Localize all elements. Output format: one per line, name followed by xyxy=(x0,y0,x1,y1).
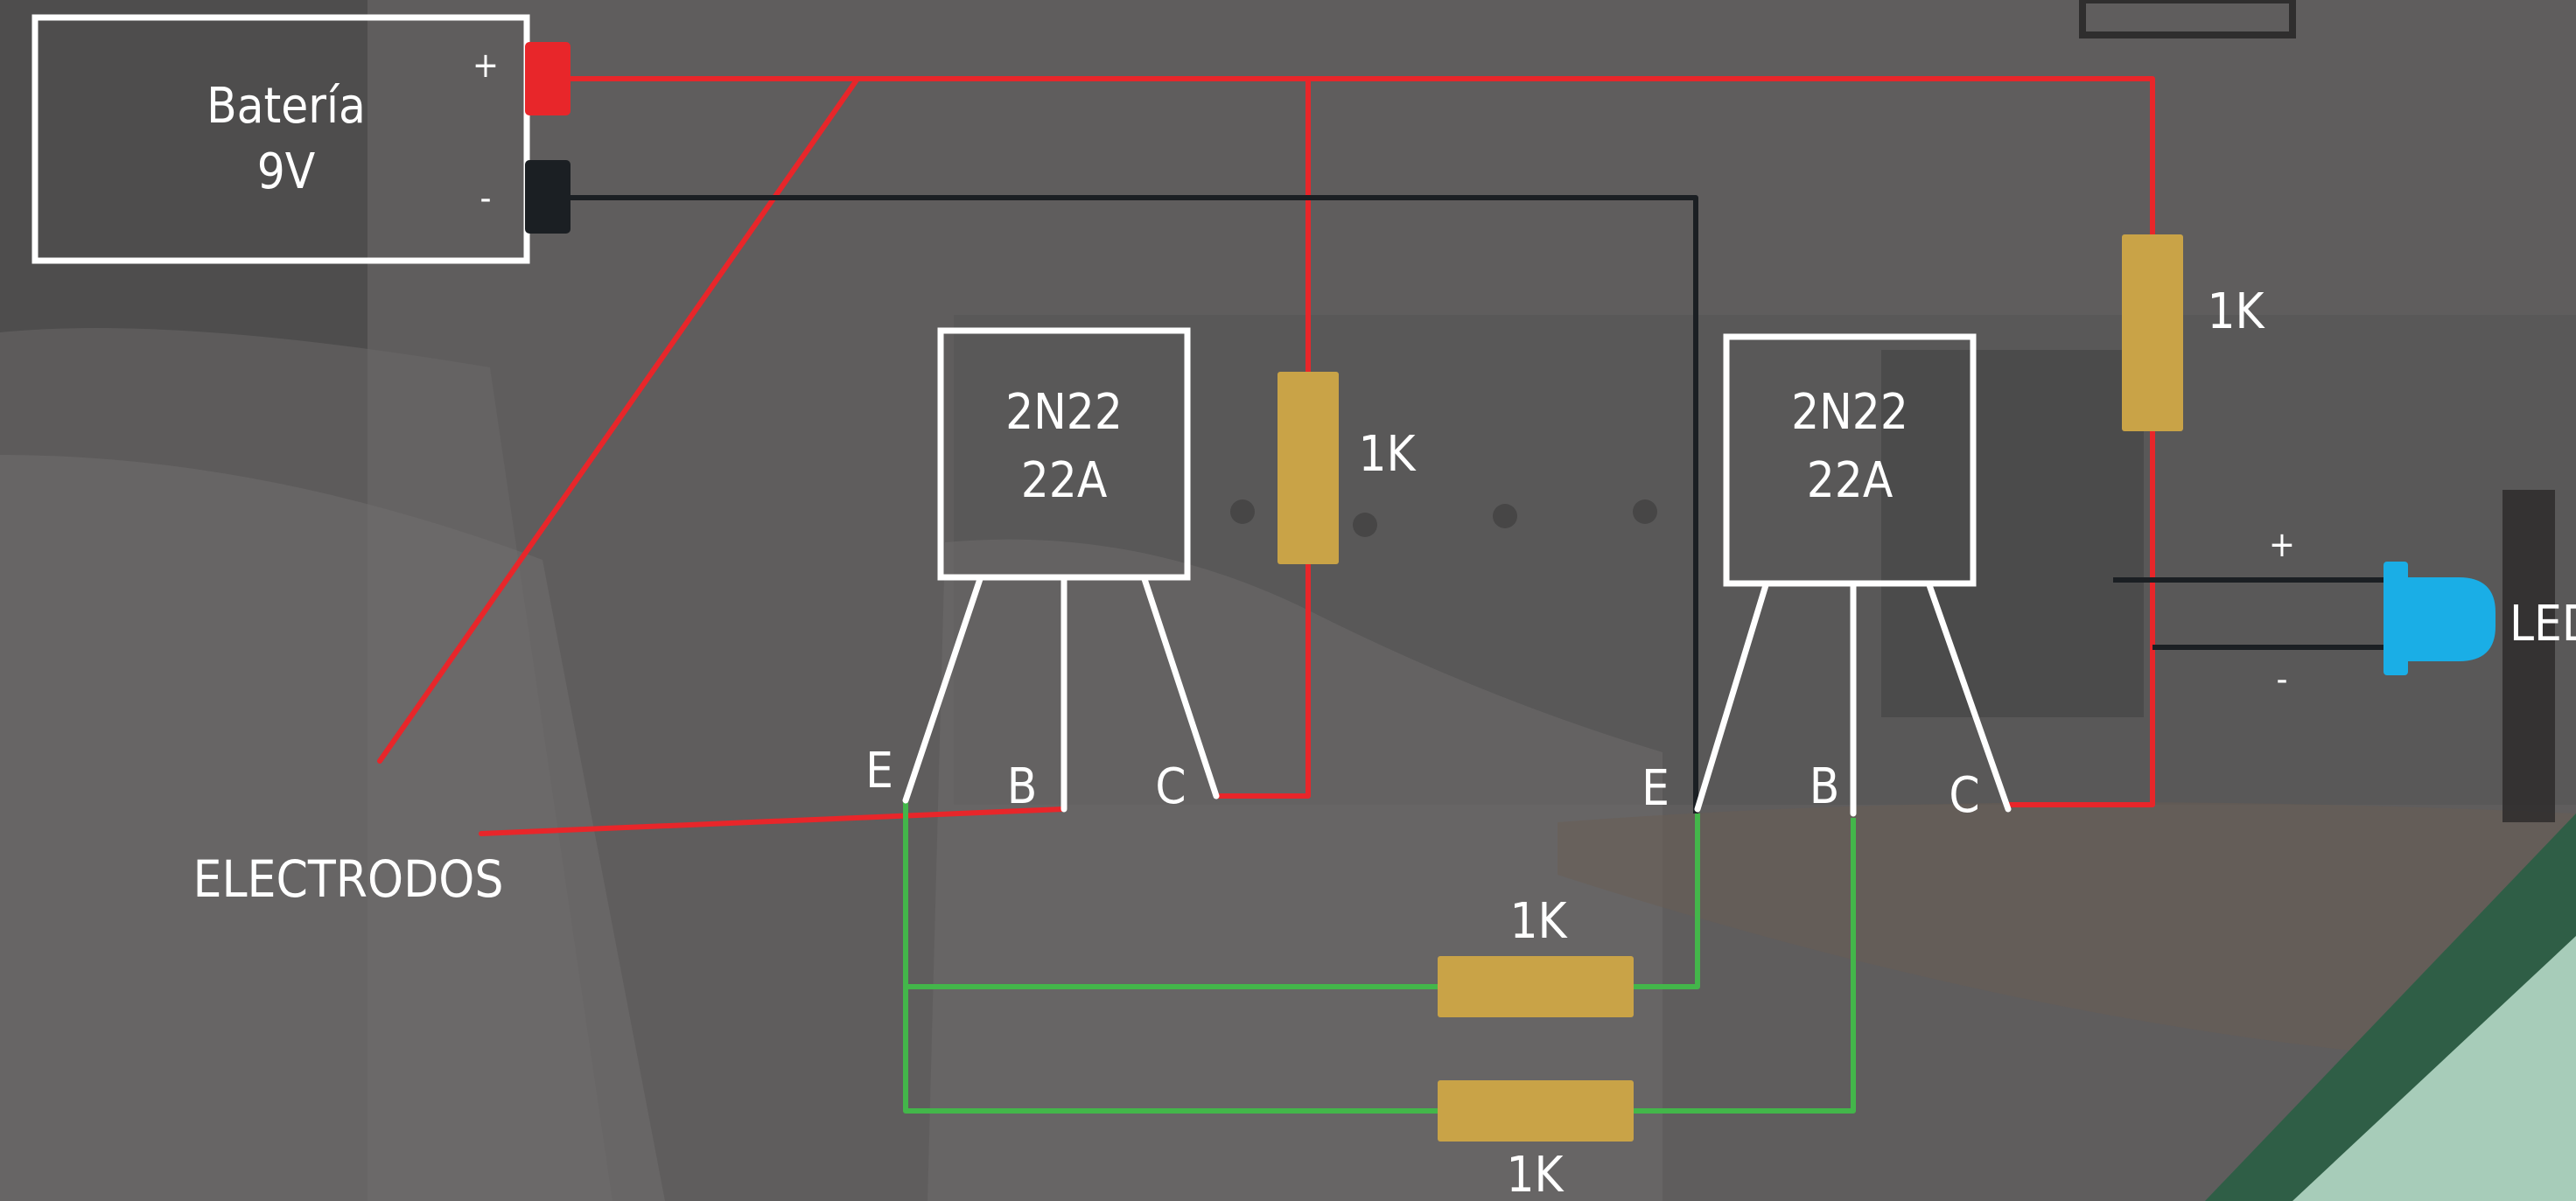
transistor-1-collector-lead xyxy=(1141,576,1220,800)
transistor-2-body xyxy=(1723,333,1977,587)
wire-r1-to-c1 xyxy=(1214,557,1311,799)
battery-negative-terminal xyxy=(525,160,570,234)
wire-electrode-lower-to-b1 xyxy=(479,806,1066,836)
resistor-3-label: 1K xyxy=(1509,893,1568,950)
transistor-2-emitter-lead xyxy=(1694,582,1769,813)
resistor-1-label: 1K xyxy=(1358,426,1417,483)
positive-main-wire xyxy=(564,76,2155,239)
transistor-2-pin-c: C xyxy=(1949,767,1979,824)
battery-body xyxy=(32,14,530,264)
led: LED + - xyxy=(2113,525,2576,700)
resistor-2 xyxy=(2122,234,2183,431)
resistor-1 xyxy=(1278,372,1339,564)
transistor-2-collector-lead xyxy=(1926,582,2012,813)
electrodes-label: ELECTRODOS xyxy=(193,849,504,909)
negative-wire xyxy=(567,195,1698,813)
transistor-2-pin-e: E xyxy=(1642,760,1670,817)
transistor-2-pin-b: B xyxy=(1810,758,1840,815)
positive-wires xyxy=(377,76,2155,836)
transistor-1-pin-b: B xyxy=(1007,758,1038,815)
led-label: LED xyxy=(2510,596,2576,653)
transistor-1-label-line2: 22A xyxy=(1021,452,1108,509)
battery-positive-terminal xyxy=(525,42,570,115)
battery-label-line1: Batería xyxy=(206,78,366,135)
transistor-1: 2N22 22A E B C xyxy=(865,327,1220,815)
resistor-2-label: 1K xyxy=(2207,283,2265,340)
wire-to-electrode-upper xyxy=(377,76,860,764)
transistor-2: 2N22 22A E B C xyxy=(1642,333,2012,824)
wire-r4-to-b2 xyxy=(1632,818,1856,1114)
resistor-3 xyxy=(1438,956,1634,1017)
resistors: 1K 1K 1K 1K xyxy=(1278,234,2266,1201)
transistor-1-pin-c: C xyxy=(1155,758,1186,815)
led-plus-sign: + xyxy=(2269,525,2295,565)
battery-minus-sign: - xyxy=(480,178,492,219)
transistor-1-label-line1: 2N22 xyxy=(1005,384,1123,441)
wire-r2-to-led xyxy=(2006,426,2155,807)
resistor-4 xyxy=(1438,1080,1634,1142)
led-body xyxy=(2401,577,2496,661)
transistor-2-label-line2: 22A xyxy=(1807,452,1894,509)
wire-r3-to-e2 xyxy=(1632,813,1700,989)
battery-label-line2: 9V xyxy=(257,143,316,200)
transistor-1-emitter-lead xyxy=(902,576,984,804)
transistor-1-pin-e: E xyxy=(865,743,893,800)
green-wires xyxy=(903,800,1856,1114)
resistor-4-label: 1K xyxy=(1506,1147,1564,1201)
wire-e1-to-r4 xyxy=(903,987,1439,1114)
transistor-2-label-line1: 2N22 xyxy=(1791,384,1908,441)
battery: Batería 9V + - xyxy=(32,14,570,264)
led-minus-sign: - xyxy=(2277,660,2288,700)
battery-plus-sign: + xyxy=(472,45,499,86)
